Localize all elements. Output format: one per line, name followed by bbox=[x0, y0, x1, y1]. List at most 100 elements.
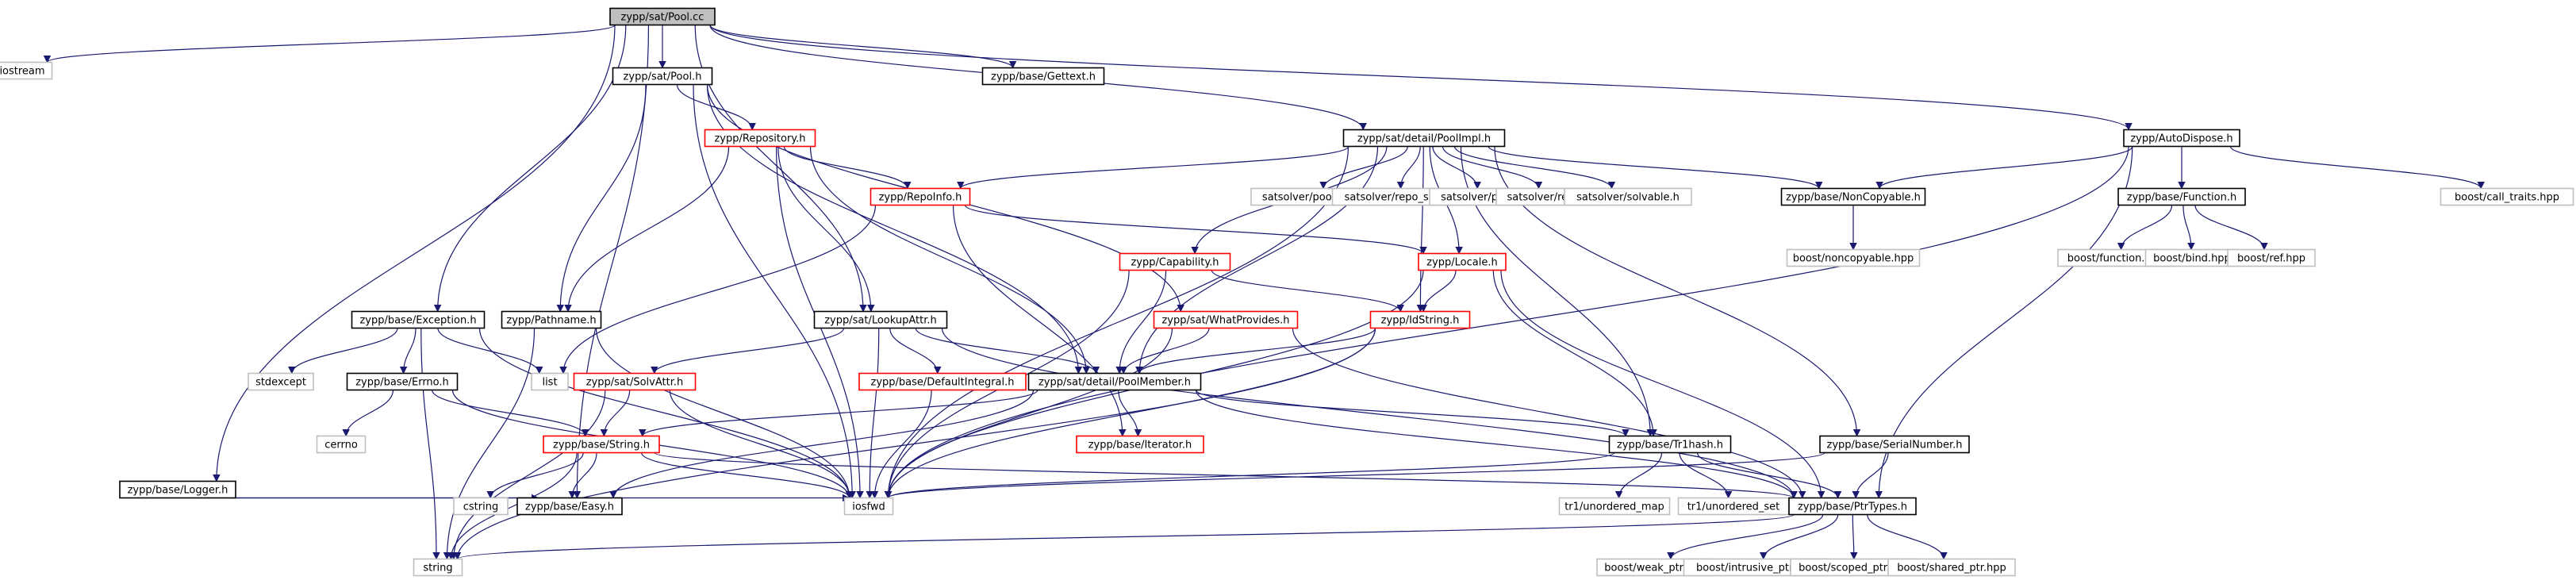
node-satsolver-solvable-h[interactable]: satsolver/solvable.h bbox=[1564, 187, 1692, 206]
edge-ptrtypes-to-scoped_ptr bbox=[1850, 514, 1858, 560]
node-layer: zypp/sat/Pool.cc iostream zypp/sat/Pool.h z… bbox=[0, 7, 2574, 577]
node-box bbox=[1076, 435, 1204, 454]
node-zypp-repository-h[interactable]: zypp/Repository.h bbox=[704, 129, 816, 148]
node-boost-shared-ptr-hpp[interactable]: boost/shared_ptr.hpp bbox=[1887, 558, 2016, 577]
edge-lookupattr-to-solvattr bbox=[651, 328, 845, 375]
node-zypp-base-tr1hash-h[interactable]: zypp/base/Tr1hash.h bbox=[1608, 435, 1732, 454]
node-label: zypp/base/Errno.h bbox=[355, 377, 449, 389]
edge-tr1hash-to-iosfwd bbox=[885, 451, 1615, 499]
edge-pathname-to-string bbox=[443, 328, 536, 560]
node-zypp-base-gettext-h[interactable]: zypp/base/Gettext.h bbox=[981, 67, 1105, 86]
node-label: zypp/sat/SolvAttr.h bbox=[586, 377, 684, 389]
node-label: zypp/sat/Pool.h bbox=[624, 71, 702, 83]
node-label: zypp/base/NonCopyable.h bbox=[1786, 192, 1921, 204]
node-zypp-sat-detail-poolimpl-h[interactable]: zypp/sat/detail/PoolImpl.h bbox=[1342, 129, 1506, 148]
node-list[interactable]: list bbox=[531, 372, 569, 391]
node-box bbox=[2117, 187, 2246, 206]
node-zypp-locale-h[interactable]: zypp/Locale.h bbox=[1418, 252, 1507, 271]
node-zypp-sat-lookupattr-h[interactable]: zypp/sat/LookupAttr.h bbox=[813, 310, 948, 329]
node-box bbox=[346, 372, 459, 391]
node-label: zypp/base/Iterator.h bbox=[1088, 440, 1192, 451]
edge-poolimpl-to-repo_solv bbox=[1396, 146, 1421, 190]
edge-whatprovides-to-iosfwd bbox=[884, 328, 1173, 499]
node-label: boost/shared_ptr.hpp bbox=[1897, 563, 2006, 574]
node-zypp-base-logger-h[interactable]: zypp/base/Logger.h bbox=[119, 480, 236, 499]
node-box bbox=[516, 497, 623, 516]
edge-pool_cc-to-logger bbox=[213, 25, 616, 482]
node-zypp-base-exception-h[interactable]: zypp/base/Exception.h bbox=[351, 310, 486, 329]
node-zypp-autodispose-h[interactable]: zypp/AutoDispose.h bbox=[2123, 129, 2240, 148]
node-zypp-idstring-h[interactable]: zypp/IdString.h bbox=[1369, 310, 1471, 329]
edge-pool_h-to-pathname bbox=[556, 84, 647, 313]
node-label: zypp/AutoDispose.h bbox=[2130, 133, 2232, 145]
node-tr1-unordered-set[interactable]: tr1/unordered_set bbox=[1677, 497, 1790, 516]
node-label: cstring bbox=[463, 501, 498, 513]
node-boost-function-hpp[interactable]: boost/function.hpp bbox=[2057, 248, 2175, 267]
node-label: boost/weak_ptr.hpp bbox=[1604, 563, 1705, 574]
edge-poolmember-to-tr1hash bbox=[1195, 389, 1630, 437]
node-box bbox=[858, 372, 1027, 391]
node-label: zypp/base/DefaultIntegral.h bbox=[871, 377, 1015, 389]
node-label: zypp/base/Logger.h bbox=[128, 485, 228, 497]
node-tr1-unordered-map[interactable]: tr1/unordered_map bbox=[1558, 497, 1671, 516]
node-zypp-base-errno-h[interactable]: zypp/base/Errno.h bbox=[346, 372, 459, 391]
node-iosfwd[interactable]: iosfwd bbox=[843, 497, 894, 516]
node-zypp-base-function-h[interactable]: zypp/base/Function.h bbox=[2117, 187, 2246, 206]
node-zypp-pathname-h[interactable]: zypp/Pathname.h bbox=[501, 310, 602, 329]
edge-pathname-to-iosfwd bbox=[595, 328, 854, 499]
node-zypp-sat-pool-cc[interactable]: zypp/sat/Pool.cc bbox=[609, 7, 716, 26]
edge-poolmember-to-easy bbox=[609, 390, 1035, 499]
node-zypp-base-noncopyable-h[interactable]: zypp/base/NonCopyable.h bbox=[1780, 187, 1926, 206]
node-box bbox=[1564, 187, 1692, 206]
node-zypp-repoinfo-h[interactable]: zypp/RepoInfo.h bbox=[870, 187, 971, 206]
edge-poolimpl-to-repoinfo bbox=[957, 145, 1349, 190]
node-string[interactable]: string bbox=[413, 558, 463, 577]
node-label: zypp/base/Tr1hash.h bbox=[1617, 440, 1723, 451]
node-label: zypp/base/SerialNumber.h bbox=[1827, 440, 1963, 451]
node-zypp-sat-solvattr-h[interactable]: zypp/sat/SolvAttr.h bbox=[573, 372, 697, 391]
node-zypp-sat-detail-poolmember-h[interactable]: zypp/sat/detail/PoolMember.h bbox=[1027, 372, 1202, 391]
edge-poolimpl-to-solvable bbox=[1453, 146, 1616, 190]
node-boost-bind-hpp[interactable]: boost/bind.hpp bbox=[2144, 248, 2240, 267]
node-iostream[interactable]: iostream bbox=[0, 61, 53, 80]
edge-string_h-to-string bbox=[447, 452, 578, 560]
node-label: boost/bind.hpp bbox=[2153, 253, 2231, 265]
edge-repository-to-poolmember bbox=[809, 146, 1091, 375]
node-cerrno[interactable]: cerrno bbox=[316, 435, 367, 454]
node-label: zypp/Capability.h bbox=[1131, 257, 1219, 269]
node-cstring[interactable]: cstring bbox=[453, 497, 509, 516]
node-label: tr1/unordered_map bbox=[1564, 501, 1664, 513]
node-box bbox=[609, 7, 716, 26]
edge-autodispose-to-iosfwd bbox=[884, 146, 2129, 499]
edge-tr1hash-to-unordered_set bbox=[1679, 452, 1733, 499]
node-box bbox=[1786, 248, 1921, 267]
edge-pool_cc-to-iostream bbox=[43, 24, 616, 63]
node-boost-call-traits-hpp[interactable]: boost/call_traits.hpp bbox=[2440, 187, 2574, 206]
node-zypp-sat-whatprovides-h[interactable]: zypp/sat/WhatProvides.h bbox=[1153, 310, 1299, 329]
node-box bbox=[1027, 372, 1202, 391]
node-boost-noncopyable-hpp[interactable]: boost/noncopyable.hpp bbox=[1786, 248, 1921, 267]
node-label: boost/call_traits.hpp bbox=[2455, 192, 2559, 204]
node-box bbox=[1342, 129, 1506, 148]
edge-solvattr-to-iosfwd bbox=[669, 390, 854, 499]
node-zypp-base-easy-h[interactable]: zypp/base/Easy.h bbox=[516, 497, 623, 516]
node-box bbox=[2123, 129, 2240, 148]
edge-ptrtypes-to-shared_ptr bbox=[1867, 514, 1948, 560]
node-zypp-base-defaultintegral-h[interactable]: zypp/base/DefaultIntegral.h bbox=[858, 372, 1027, 391]
node-zypp-sat-pool-h[interactable]: zypp/sat/Pool.h bbox=[612, 67, 713, 86]
node-zypp-base-iterator-h[interactable]: zypp/base/Iterator.h bbox=[1076, 435, 1204, 454]
node-label: boost/intrusive_ptr.hpp bbox=[1696, 563, 1815, 574]
node-zypp-base-ptrtypes-h[interactable]: zypp/base/PtrTypes.h bbox=[1788, 497, 1917, 516]
node-zypp-capability-h[interactable]: zypp/Capability.h bbox=[1119, 252, 1231, 271]
edge-exception-to-list bbox=[437, 328, 543, 375]
node-zypp-base-serialnumber-h[interactable]: zypp/base/SerialNumber.h bbox=[1819, 435, 1970, 454]
edge-pool_cc-to-gettext bbox=[709, 25, 1017, 69]
node-box bbox=[2440, 187, 2574, 206]
node-label: tr1/unordered_set bbox=[1687, 501, 1780, 513]
node-box bbox=[1608, 435, 1732, 454]
node-label: zypp/base/Exception.h bbox=[359, 315, 476, 327]
node-boost-ref-hpp[interactable]: boost/ref.hpp bbox=[2227, 248, 2316, 267]
node-stdexcept[interactable]: stdexcept bbox=[248, 372, 314, 391]
node-box bbox=[531, 372, 569, 391]
node-zypp-base-string-h[interactable]: zypp/base/String.h bbox=[543, 435, 660, 454]
